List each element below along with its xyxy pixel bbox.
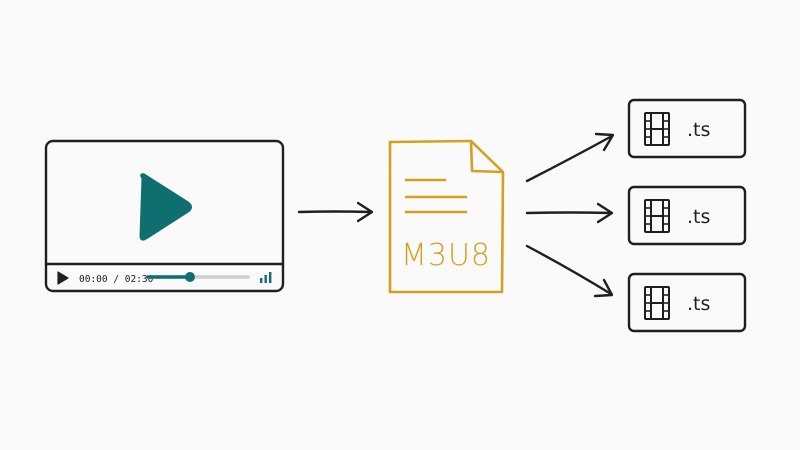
segment-label: .ts xyxy=(687,119,710,141)
segment-box[interactable] xyxy=(627,272,747,333)
segment-box[interactable] xyxy=(627,185,747,246)
film-strip-icon xyxy=(644,112,670,146)
segment-1[interactable]: .ts xyxy=(627,98,747,159)
segment-3[interactable]: .ts xyxy=(627,272,747,333)
play-small-icon[interactable] xyxy=(57,271,69,285)
playlist-document: M3U8 xyxy=(388,139,505,294)
time-display: 00:00 / 02:30 xyxy=(79,274,154,285)
document-icon xyxy=(388,139,505,294)
arrow-playlist-to-segment-2 xyxy=(525,202,614,224)
segment-label: .ts xyxy=(687,293,710,315)
arrow-playlist-to-segment-1 xyxy=(525,132,615,183)
film-strip-icon xyxy=(644,199,670,233)
play-large-icon[interactable] xyxy=(139,173,192,241)
document-fold xyxy=(469,140,504,174)
arrow-player-to-playlist xyxy=(297,201,374,223)
arrow-playlist-to-segment-3 xyxy=(525,244,614,298)
segment-label: .ts xyxy=(687,206,710,228)
video-player-frame xyxy=(44,139,285,293)
segment-2[interactable]: .ts xyxy=(627,185,747,246)
segment-box[interactable] xyxy=(627,98,747,159)
video-player: 00:00 / 02:30 xyxy=(44,139,285,293)
playlist-label: M3U8 xyxy=(401,238,491,273)
film-strip-icon xyxy=(644,286,670,320)
volume-bars-icon[interactable] xyxy=(260,272,272,283)
progress-knob[interactable] xyxy=(185,272,195,282)
